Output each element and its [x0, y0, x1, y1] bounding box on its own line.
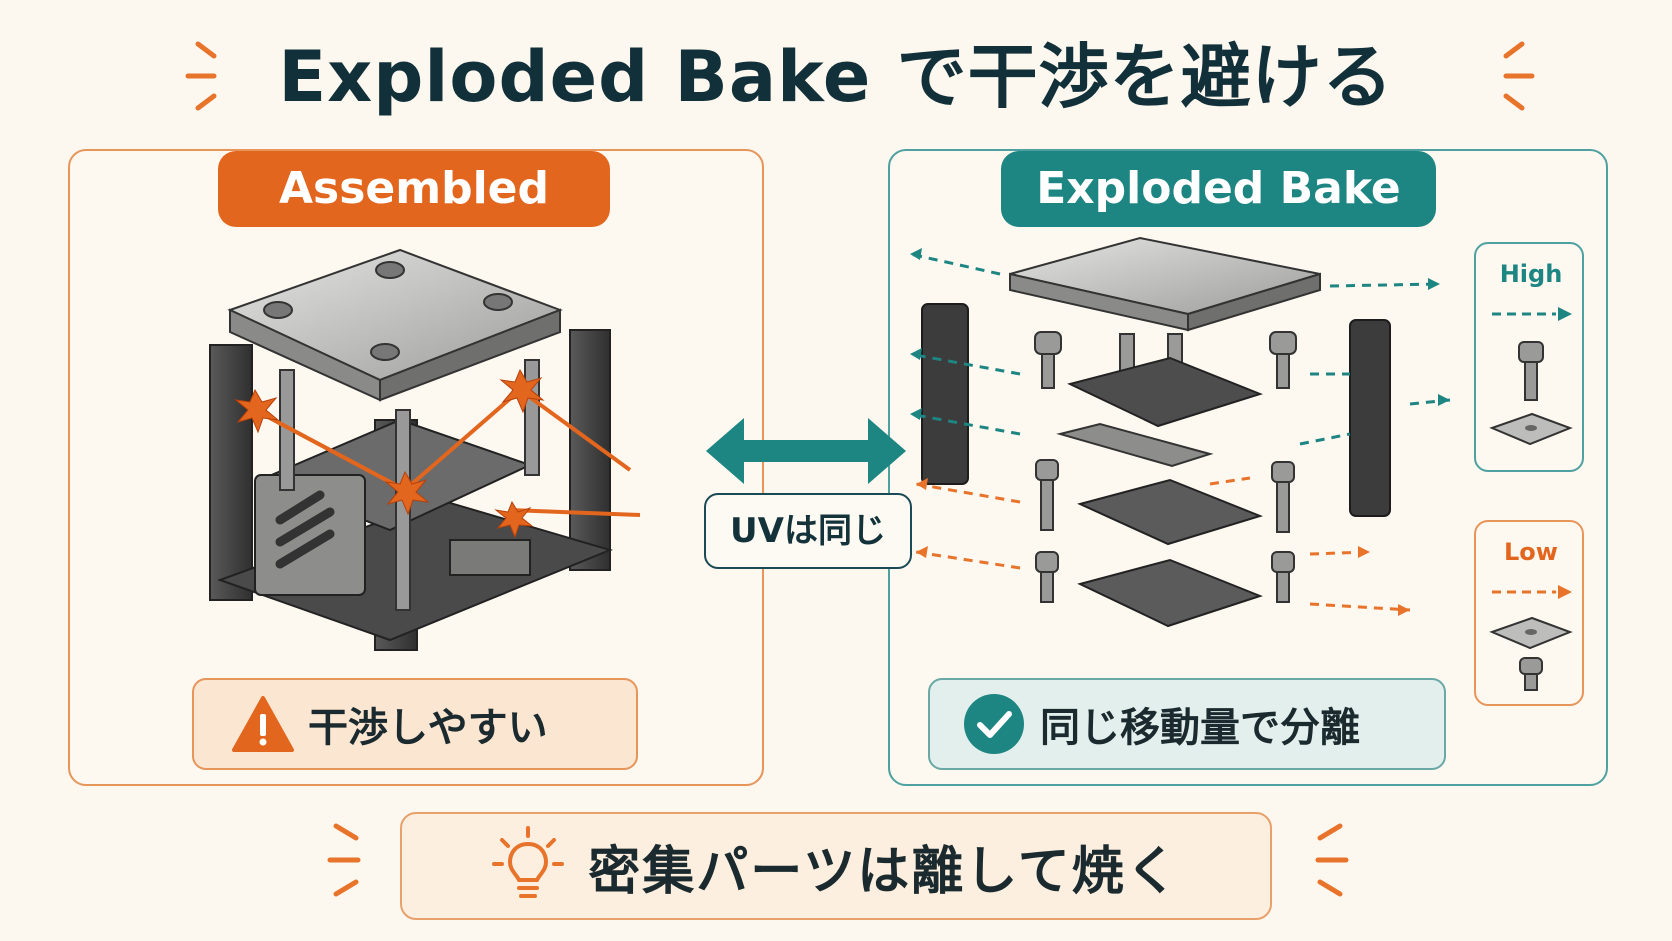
interference-status-text: 干渉しやすい [308, 705, 548, 751]
double-arrow-icon [706, 418, 906, 484]
bottom-tip-text: 密集パーツは離して焼く [588, 841, 1180, 902]
check-circle-icon [964, 694, 1024, 754]
assembled-block-illustration [209, 248, 641, 651]
exploded-bake-label: Exploded Bake [1001, 151, 1436, 227]
bottom-right-burst-icon [1315, 823, 1349, 897]
exploded-parts-illustration [909, 236, 1451, 628]
warning-icon [232, 696, 294, 752]
high-box: High [1474, 242, 1584, 472]
separation-status: 同じ移動量で分離 [928, 678, 1446, 770]
assembled-label: Assembled [218, 151, 610, 227]
right-burst-icon [1503, 41, 1535, 111]
low-box: Low [1474, 520, 1584, 706]
low-label: Low [1504, 538, 1558, 566]
left-burst-icon [185, 41, 217, 111]
page-title: Exploded Bake で干渉を避ける [278, 36, 1394, 118]
uv-same-label: UVは同じ [704, 493, 912, 569]
lightbulb-icon [492, 826, 565, 898]
high-arrow-icon [1492, 307, 1572, 321]
bottom-tip: 密集パーツは離して焼く [400, 812, 1272, 920]
low-plate-icon [1489, 616, 1573, 650]
high-screw-icon [1518, 341, 1544, 401]
bottom-left-burst-icon [327, 823, 361, 897]
low-arrow-icon [1492, 585, 1572, 599]
low-screw-icon [1519, 657, 1543, 691]
interference-status: 干渉しやすい [192, 678, 638, 770]
high-label: High [1499, 260, 1563, 288]
separation-status-text: 同じ移動量で分離 [1040, 705, 1360, 751]
high-plate-icon [1489, 412, 1573, 446]
